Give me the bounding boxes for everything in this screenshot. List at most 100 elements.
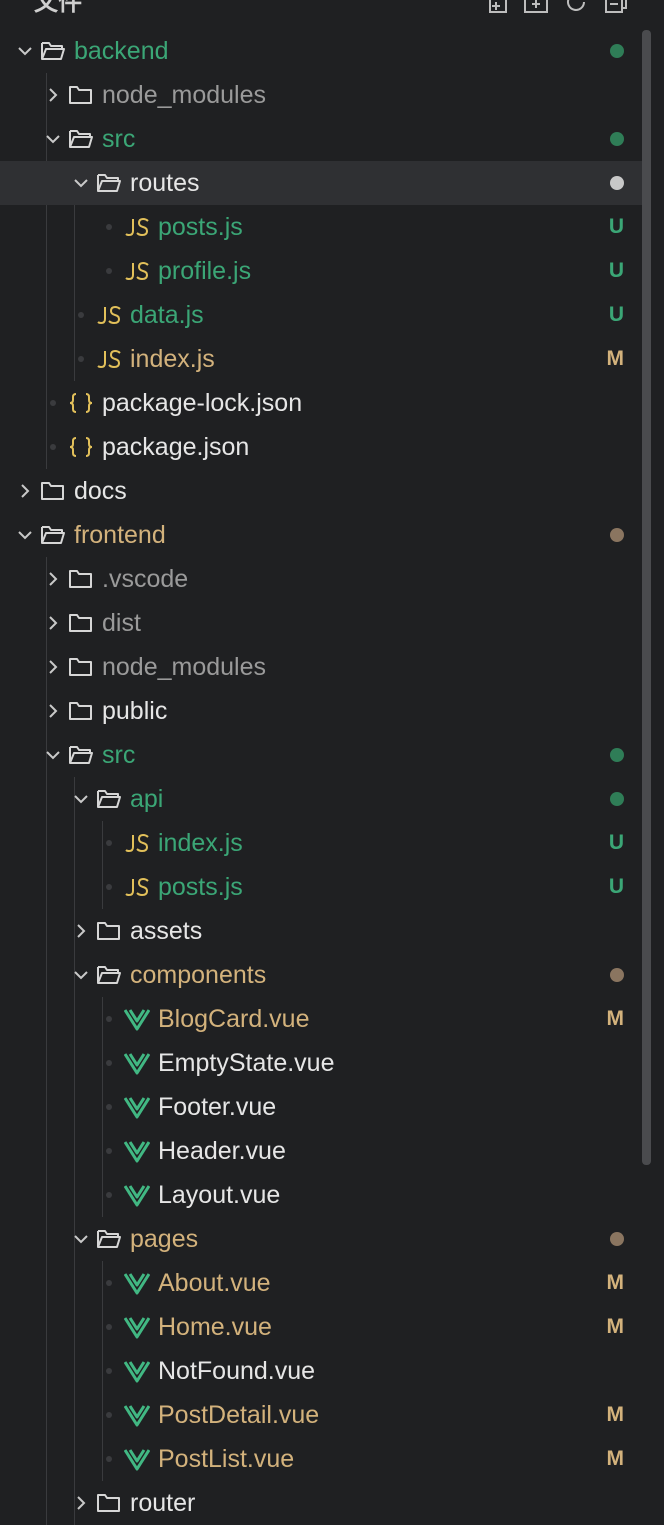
chevron-down-icon[interactable] <box>44 130 62 148</box>
git-status-badge: M <box>606 1447 625 1470</box>
chevron-down-icon[interactable] <box>72 174 90 192</box>
indent-guide <box>46 73 47 469</box>
folder-open-icon <box>69 746 93 764</box>
chevron-right-icon[interactable] <box>44 570 62 588</box>
refresh-icon[interactable] <box>562 0 590 16</box>
git-status-badge: M <box>606 347 625 370</box>
folder-open-icon <box>69 130 93 148</box>
folder-row[interactable]: src <box>0 117 650 161</box>
file-row[interactable]: package-lock.json <box>0 381 650 425</box>
folder-row[interactable]: node_modules <box>0 73 650 117</box>
vue-file-icon <box>124 1053 150 1075</box>
tree-item-label: PostList.vue <box>158 1445 295 1473</box>
folder-row[interactable]: routes <box>0 161 650 205</box>
folder-row[interactable]: src <box>0 733 650 777</box>
file-row[interactable]: package.json <box>0 425 650 469</box>
git-status-badge: U <box>608 259 624 282</box>
folder-icon <box>69 658 92 676</box>
folder-row[interactable]: api <box>0 777 650 821</box>
tree-item-label: index.js <box>158 829 243 857</box>
tree-item-label: router <box>130 1489 196 1517</box>
tree-item-label: Layout.vue <box>158 1181 281 1209</box>
folder-row[interactable]: backend <box>0 29 650 73</box>
chevron-right-icon[interactable] <box>72 922 90 940</box>
folder-row[interactable]: docs <box>0 469 650 513</box>
folder-row[interactable]: dist <box>0 601 650 645</box>
tree-item-label: components <box>130 961 267 989</box>
tree-bullet <box>78 356 84 362</box>
file-row[interactable]: EmptyState.vue <box>0 1041 650 1085</box>
folder-row[interactable]: .vscode <box>0 557 650 601</box>
folder-open-icon <box>41 526 65 544</box>
chevron-right-icon[interactable] <box>44 702 62 720</box>
folder-icon <box>69 702 92 720</box>
git-status-badge: U <box>608 875 624 898</box>
tree-item-label: api <box>130 785 164 813</box>
file-row[interactable]: Header.vue <box>0 1129 650 1173</box>
folder-open-icon <box>97 174 121 192</box>
chevron-down-icon[interactable] <box>16 42 34 60</box>
chevron-down-icon[interactable] <box>72 966 90 984</box>
folder-row[interactable]: public <box>0 689 650 733</box>
git-status-dot <box>610 968 624 982</box>
chevron-down-icon[interactable] <box>44 746 62 764</box>
indent-guide <box>102 1261 103 1481</box>
folder-row[interactable]: pages <box>0 1217 650 1261</box>
tree-bullet <box>106 268 112 274</box>
new-folder-icon[interactable] <box>522 0 550 16</box>
tree-bullet <box>106 1104 112 1110</box>
vue-file-icon <box>124 1273 150 1295</box>
new-file-icon[interactable] <box>484 0 512 16</box>
folder-icon <box>97 1494 120 1512</box>
tree-bullet <box>78 312 84 318</box>
chevron-down-icon[interactable] <box>72 1230 90 1248</box>
folder-row[interactable]: components <box>0 953 650 997</box>
tree-bullet <box>106 1456 112 1462</box>
scrollbar[interactable] <box>642 30 651 1165</box>
folder-row[interactable]: frontend <box>0 513 650 557</box>
indent-guide <box>74 161 75 381</box>
tree-bullet <box>106 1368 112 1374</box>
chevron-down-icon[interactable] <box>72 790 90 808</box>
chevron-right-icon[interactable] <box>16 482 34 500</box>
tree-bullet <box>106 224 112 230</box>
explorer-header: 文件 <box>0 0 664 20</box>
tree-item-label: posts.js <box>158 213 243 241</box>
chevron-right-icon[interactable] <box>72 1494 90 1512</box>
tree-item-label: Footer.vue <box>158 1093 277 1121</box>
folder-open-icon <box>97 966 121 984</box>
git-status-badge: U <box>608 303 624 326</box>
tree-bullet <box>106 840 112 846</box>
folder-row[interactable]: router <box>0 1481 650 1525</box>
tree-bullet <box>106 1016 112 1022</box>
tree-item-label: dist <box>102 609 141 637</box>
folder-row[interactable]: node_modules <box>0 645 650 689</box>
git-status-dot <box>610 132 624 146</box>
file-row[interactable]: PostList.vue M <box>0 1437 650 1481</box>
file-row[interactable]: NotFound.vue <box>0 1349 650 1393</box>
collapse-all-icon[interactable] <box>602 0 630 16</box>
chevron-right-icon[interactable] <box>44 614 62 632</box>
git-status-badge: M <box>606 1007 625 1030</box>
tree-bullet <box>106 1324 112 1330</box>
chevron-right-icon[interactable] <box>44 658 62 676</box>
chevron-right-icon[interactable] <box>44 86 62 104</box>
git-status-dot <box>610 176 624 190</box>
vue-file-icon <box>124 1141 150 1163</box>
file-row[interactable]: Layout.vue <box>0 1173 650 1217</box>
tree-item-label: pages <box>130 1225 199 1253</box>
tree-item-label: Home.vue <box>158 1313 272 1341</box>
chevron-down-icon[interactable] <box>16 526 34 544</box>
folder-row[interactable]: assets <box>0 909 650 953</box>
file-row[interactable]: Footer.vue <box>0 1085 650 1129</box>
